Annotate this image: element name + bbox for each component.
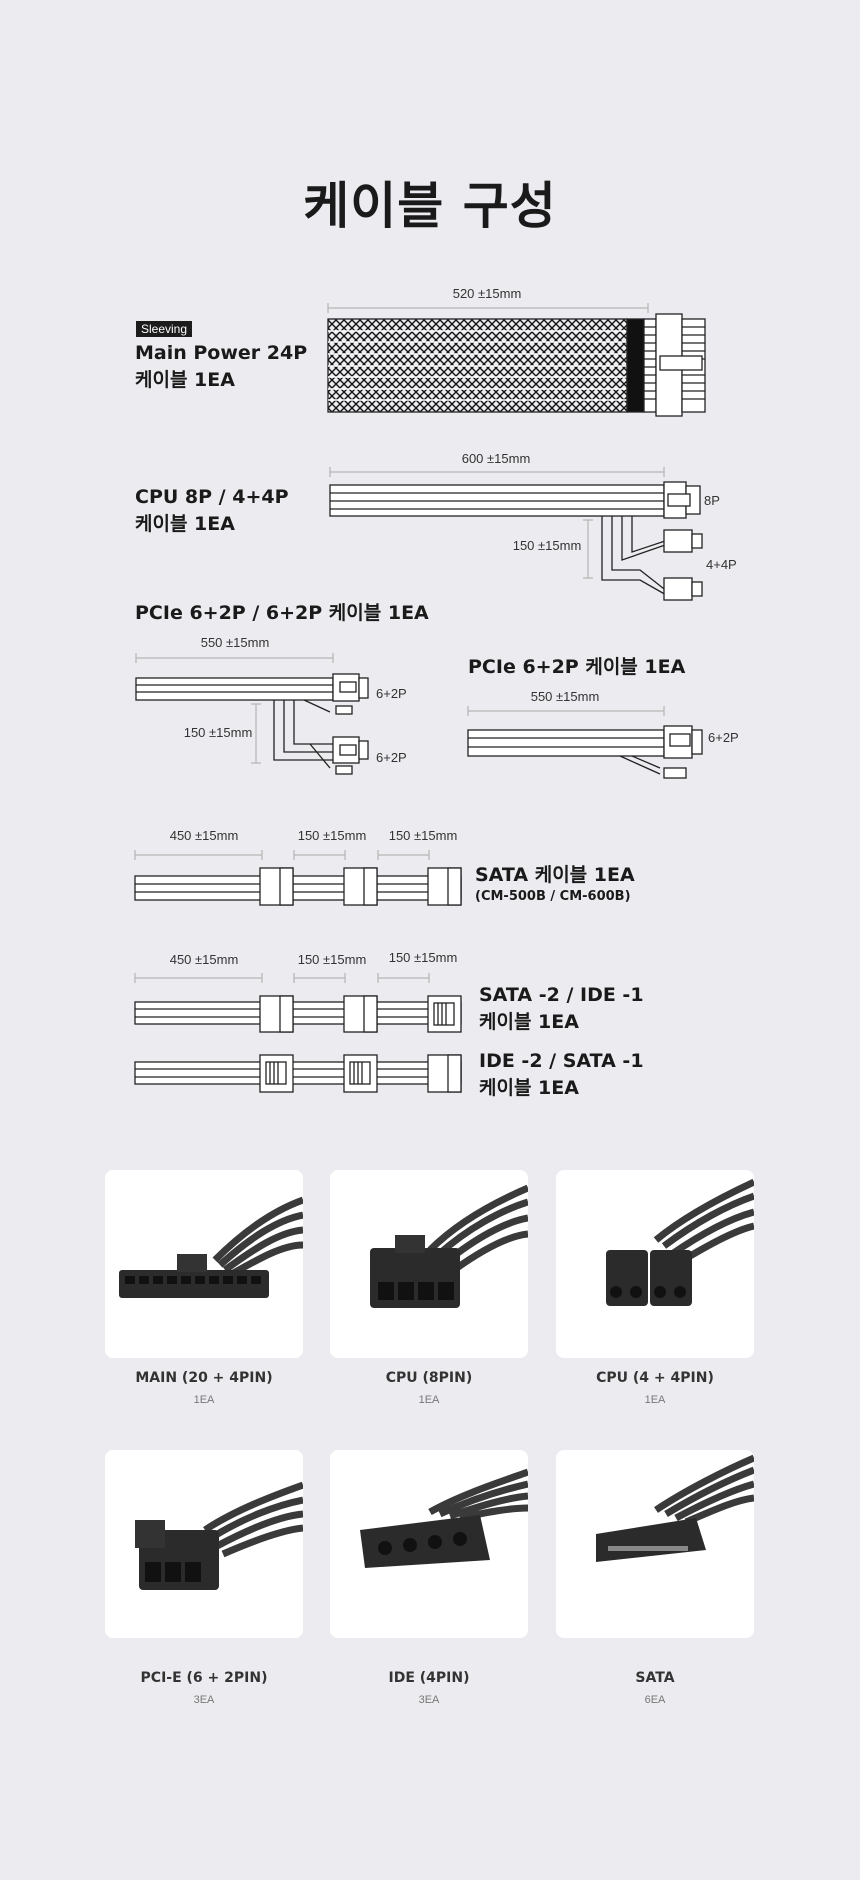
ide-sata-qty: 케이블 1EA xyxy=(479,1077,579,1099)
main-power-qty: 케이블 1EA xyxy=(135,369,235,391)
connector-qty: 6EA xyxy=(644,1694,666,1706)
main-power-name: Main Power 24P xyxy=(135,342,308,364)
connector-qty: 1EA xyxy=(418,1394,440,1406)
pcie-dual-branch-length: 150 ±15mm xyxy=(183,725,253,740)
cpu-cable xyxy=(329,481,703,601)
connector-name: CPU (4 + 4PIN) xyxy=(596,1370,714,1386)
connector-qty: 1EA xyxy=(644,1394,666,1406)
sata-ide-length-2: 150 ±15mm xyxy=(297,952,367,967)
pcie-dual-cable xyxy=(135,673,369,775)
connector-caption: PCI-E (6 + 2PIN) 3EA xyxy=(105,1670,303,1706)
pcie-single-pin: 6+2P xyxy=(708,730,739,745)
cpu-4plus4-photo xyxy=(556,1170,756,1358)
connector-caption: CPU (8PIN) 1EA xyxy=(330,1370,528,1406)
sata-photo xyxy=(556,1450,756,1638)
pcie-dual-name: PCIe 6+2P / 6+2P 케이블 1EA xyxy=(135,602,429,624)
cpu-pin-branch: 4+4P xyxy=(706,557,737,572)
cpu-pin-main: 8P xyxy=(704,493,720,508)
connector-name: SATA xyxy=(635,1670,675,1686)
cpu-name: CPU 8P / 4+4P xyxy=(135,486,289,508)
sata-cable xyxy=(134,867,462,906)
cpu-8pin-photo xyxy=(330,1170,530,1358)
main-connector-photo xyxy=(105,1170,305,1358)
connector-caption: IDE (4PIN) 3EA xyxy=(330,1670,528,1706)
pcie-dual-length: 550 ±15mm xyxy=(200,635,270,650)
connector-qty: 3EA xyxy=(193,1694,215,1706)
cpu-qty: 케이블 1EA xyxy=(135,513,235,535)
cable-diagrams xyxy=(134,303,706,1093)
connector-caption: CPU (4 + 4PIN) 1EA xyxy=(556,1370,754,1406)
sata-ide-name: SATA -2 / IDE -1 xyxy=(479,984,644,1006)
pcie-single-length: 550 ±15mm xyxy=(530,689,600,704)
connector-name: MAIN (20 + 4PIN) xyxy=(135,1370,273,1386)
connector-name: CPU (8PIN) xyxy=(385,1370,473,1386)
sata-length-1: 450 ±15mm xyxy=(169,828,239,843)
sata-ide-cable xyxy=(134,995,462,1033)
page-title: 케이블 구성 xyxy=(303,177,557,235)
ide-photo xyxy=(330,1450,530,1638)
sata-ide-qty: 케이블 1EA xyxy=(479,1011,579,1033)
ide-sata-cable xyxy=(134,1054,462,1093)
connector-name: IDE (4PIN) xyxy=(388,1670,470,1686)
connector-qty: 1EA xyxy=(193,1394,215,1406)
sata-ide-length-3: 150 ±15mm xyxy=(388,950,458,965)
sata-length-3: 150 ±15mm xyxy=(388,828,458,843)
main-power-length: 520 ±15mm xyxy=(452,286,522,301)
pcie-dual-pin-1: 6+2P xyxy=(376,686,407,701)
sata-ide-length-1: 450 ±15mm xyxy=(169,952,239,967)
pcie-single-name: PCIe 6+2P 케이블 1EA xyxy=(468,656,686,678)
cpu-branch-length: 150 ±15mm xyxy=(512,538,582,553)
sata-models: (CM-500B / CM-600B) xyxy=(475,889,631,904)
ide-sata-name: IDE -2 / SATA -1 xyxy=(479,1050,644,1072)
connector-caption: MAIN (20 + 4PIN) 1EA xyxy=(105,1370,303,1406)
pcie-single-cable xyxy=(467,725,703,779)
connector-caption: SATA 6EA xyxy=(556,1670,754,1706)
connector-name: PCI-E (6 + 2PIN) xyxy=(140,1670,268,1686)
sata-name: SATA 케이블 1EA xyxy=(475,864,635,886)
dimension-lines xyxy=(134,303,665,983)
pcie-photo xyxy=(105,1450,305,1638)
pcie-dual-pin-2: 6+2P xyxy=(376,750,407,765)
main-power-cable xyxy=(327,313,706,417)
cpu-length: 600 ±15mm xyxy=(461,451,531,466)
sleeving-badge: Sleeving xyxy=(136,321,193,337)
sata-length-2: 150 ±15mm xyxy=(297,828,367,843)
connector-qty: 3EA xyxy=(418,1694,440,1706)
